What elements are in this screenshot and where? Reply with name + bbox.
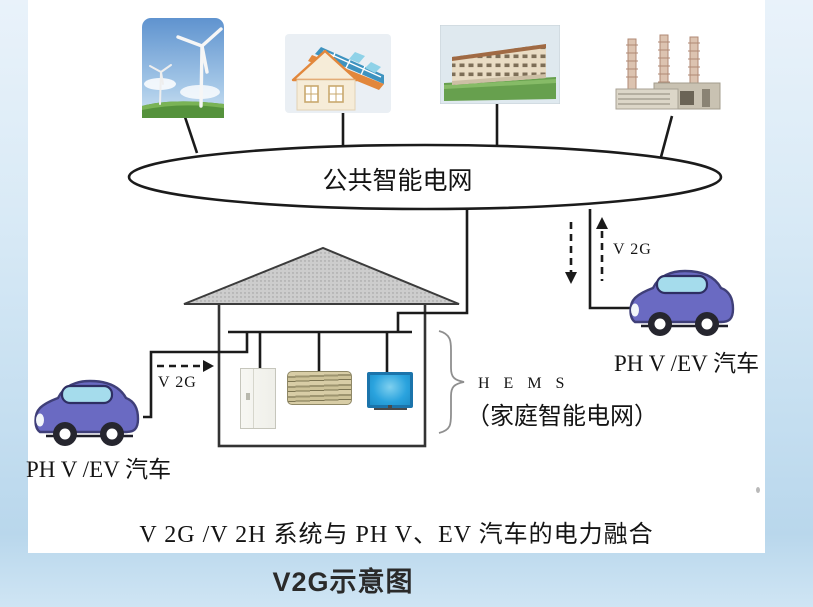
arrow-up-head (596, 217, 608, 229)
arrow-down-head (565, 272, 577, 284)
small-turbine (149, 64, 172, 105)
public-grid-ellipse (127, 143, 723, 211)
left-v2g-dashed-arrow (157, 360, 214, 372)
hems-fullname-label: （家庭智能电网） (466, 404, 658, 430)
left-v2g-label: V 2G (158, 374, 197, 391)
television (367, 372, 413, 408)
house-wiring (143, 209, 469, 419)
solar-house-illustration (285, 34, 391, 113)
hems-brace (438, 330, 465, 434)
air-conditioner (287, 371, 352, 405)
smart-home-house (183, 246, 460, 448)
figure-caption: V 2G /V 2H 系统与 PH V、EV 汽车的电力融合 (139, 522, 654, 548)
refrigerator (240, 368, 276, 429)
right-v2g-label: V 2G (613, 241, 652, 258)
left-ev-car (31, 374, 143, 448)
right-ev-car (626, 264, 738, 338)
scan-artifact-speck (756, 487, 760, 493)
arrow-right-head (203, 360, 214, 372)
office-building-photo (439, 24, 561, 105)
large-turbine (176, 27, 223, 108)
right-v2g-dashed-arrows (565, 217, 608, 284)
grid-connector-lines (183, 102, 674, 158)
slide-caption: V2G示意图 (272, 567, 414, 597)
power-plant-illustration (614, 33, 724, 119)
house-roof (183, 246, 460, 305)
left-car-label: PH V /EV 汽车 (26, 457, 172, 482)
television-stand (374, 408, 407, 410)
hems-acronym-label: H E M S (478, 375, 570, 392)
grid-to-right-car-line (588, 209, 631, 310)
right-car-label: PH V /EV 汽车 (614, 351, 760, 376)
refrigerator-handle (246, 393, 250, 400)
refrigerator-door-split (253, 369, 254, 428)
public-grid-label: 公共智能电网 (322, 168, 473, 195)
television-stand-foot (388, 405, 392, 408)
wind-turbines-photo (142, 18, 224, 118)
